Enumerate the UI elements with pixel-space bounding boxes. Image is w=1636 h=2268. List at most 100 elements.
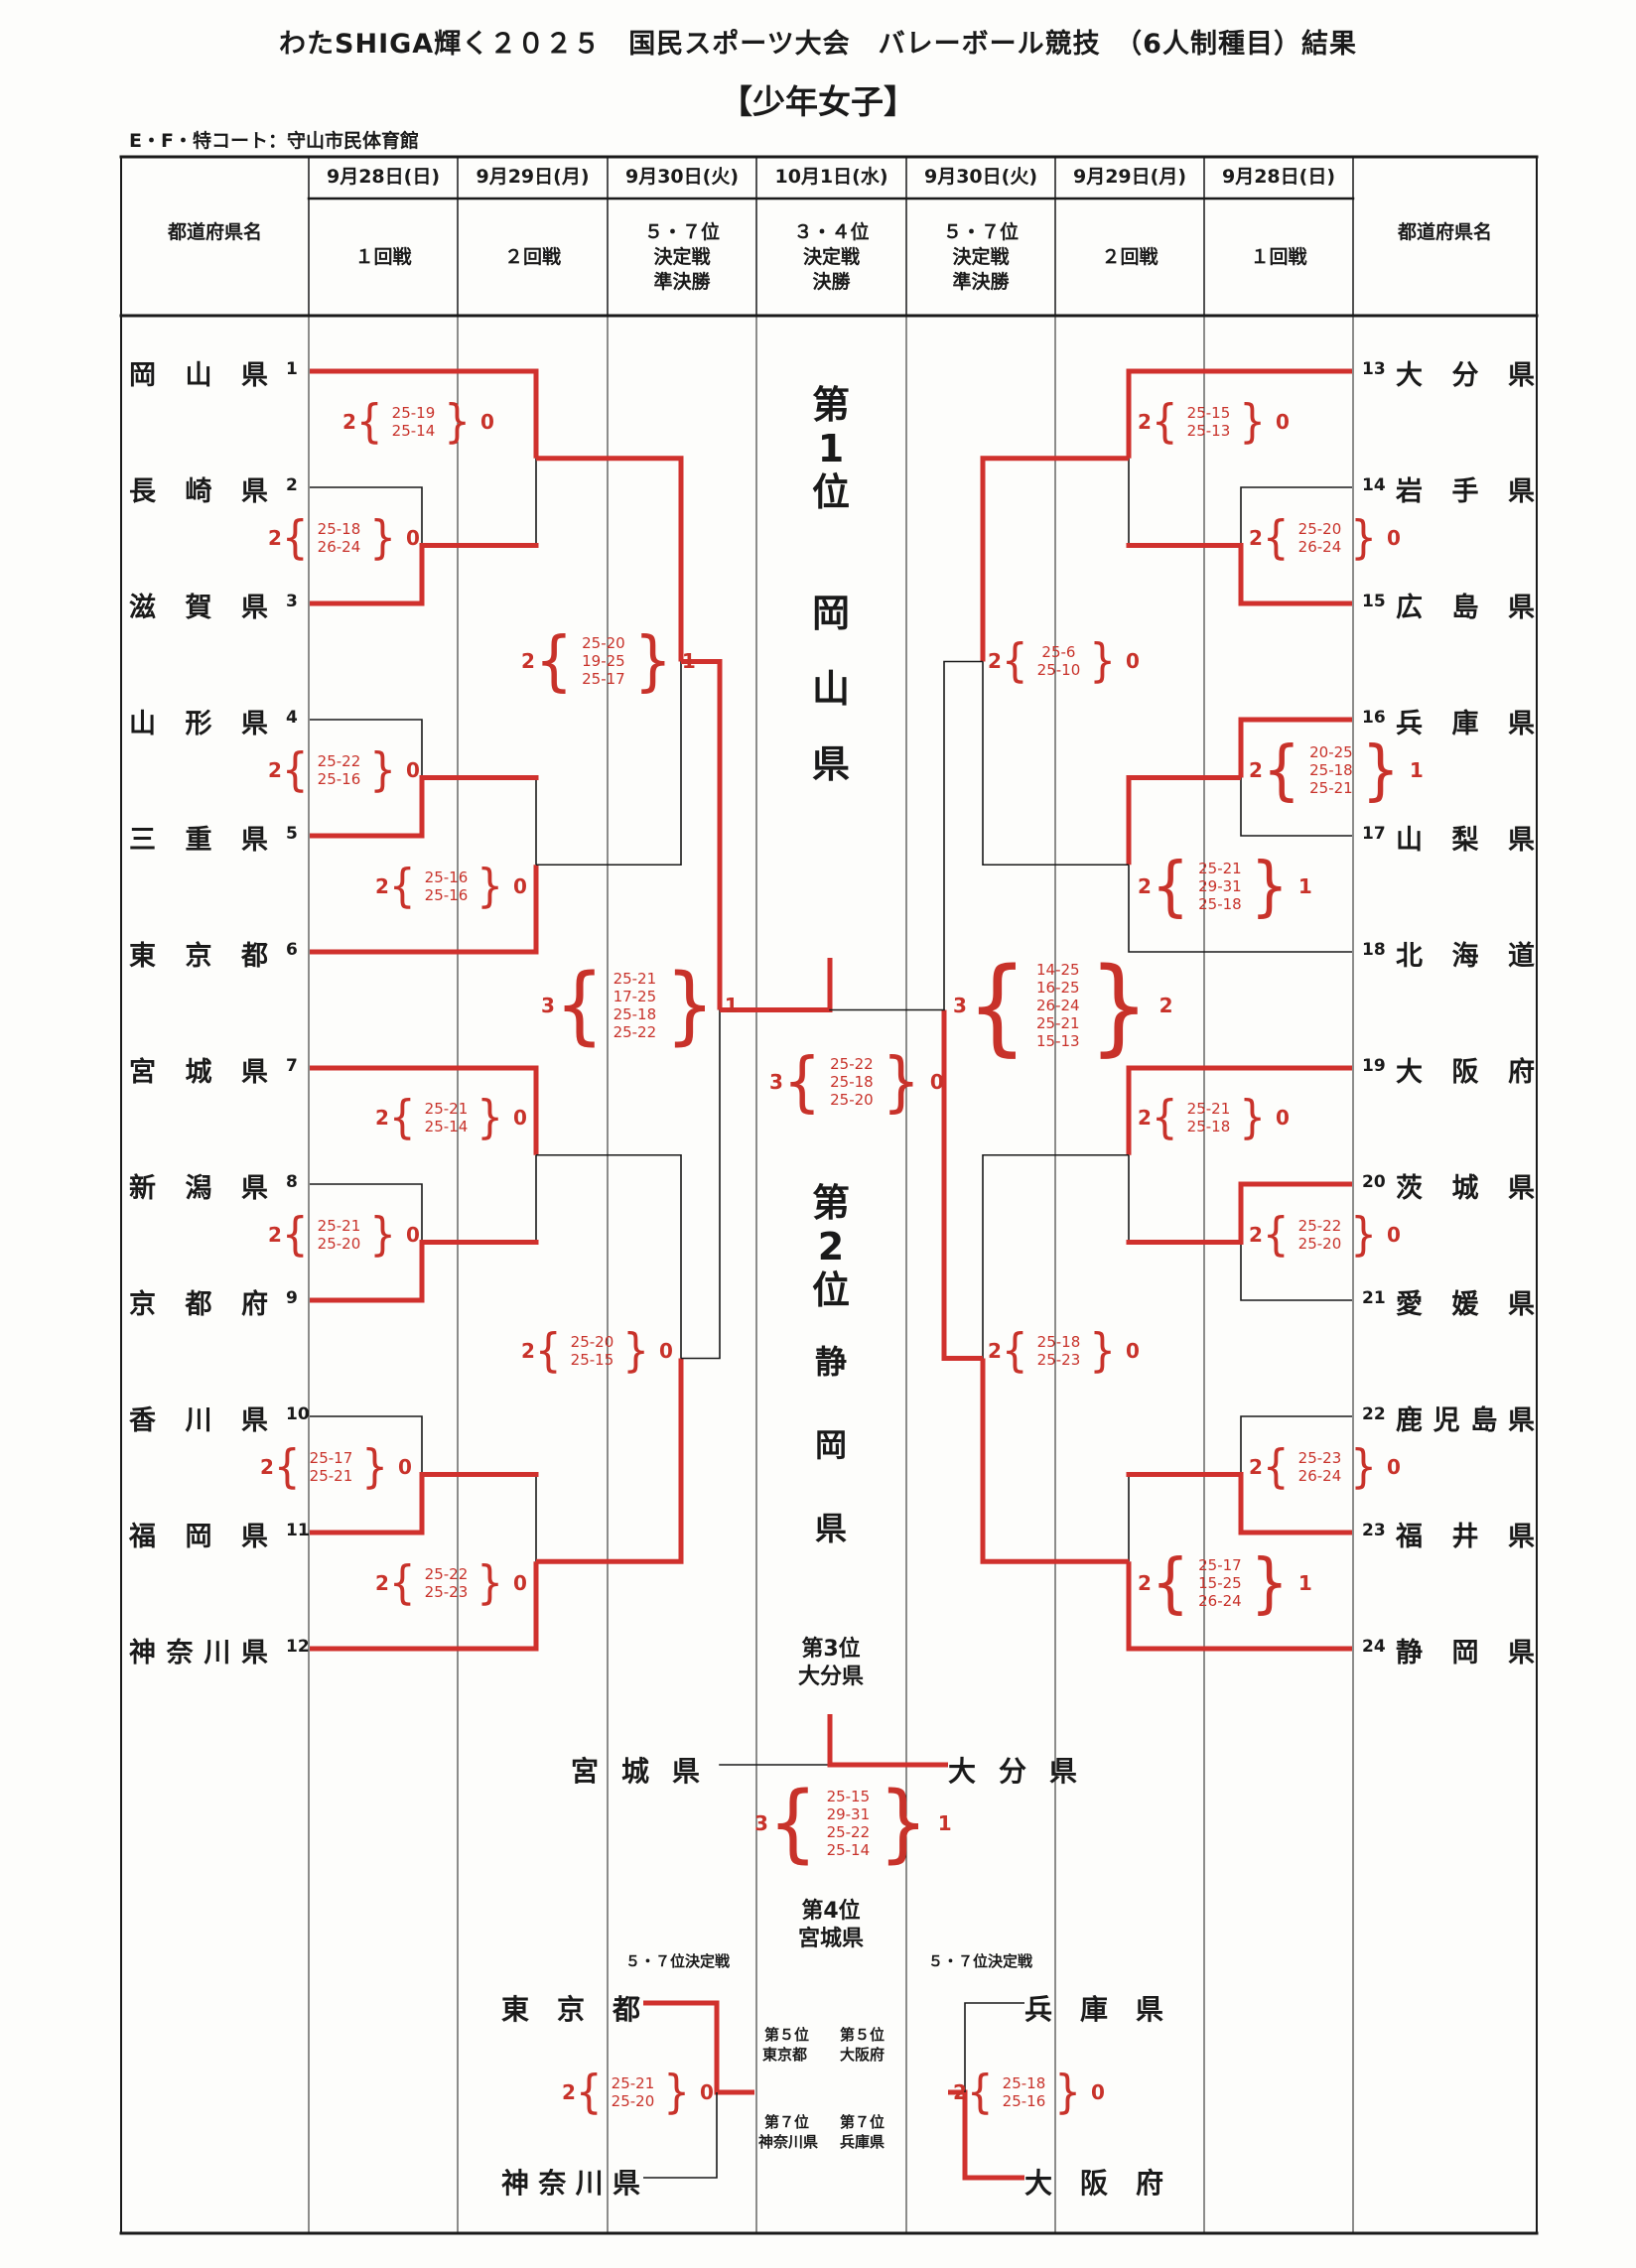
team-name: 大分県 — [1396, 360, 1535, 391]
loser-sets: 1 — [681, 649, 696, 673]
team-name: 長崎県 — [129, 476, 268, 507]
loser-sets: 0 — [1386, 1223, 1401, 1247]
left-brace: { — [782, 1043, 822, 1121]
seed-number: 15 — [1362, 592, 1386, 611]
team-name: 福井県 — [1396, 1522, 1535, 1552]
seed-number: 23 — [1362, 1521, 1386, 1540]
bracket-path — [310, 545, 425, 606]
left-brace: { — [1151, 1544, 1190, 1622]
right-brace: } — [1350, 1207, 1377, 1262]
bracket-path — [310, 1065, 539, 1155]
set-score: 29-31 — [1198, 877, 1242, 895]
team-right: 愛媛県 — [1396, 1282, 1535, 1321]
left-brace: { — [966, 944, 1027, 1067]
winner-sets: 3 — [754, 1811, 768, 1835]
loser-sets: 0 — [1275, 1106, 1290, 1130]
seed-number: 17 — [1362, 824, 1386, 844]
set-score: 25-16 — [1002, 2092, 1046, 2110]
second-place-team: 静 岡 県 — [814, 1343, 847, 1547]
fifth-right-top-team: 兵庫県 — [1024, 1993, 1163, 2026]
right-brace: } — [663, 2065, 690, 2119]
venue-label: E・F・特コート：守山市民体育館 — [129, 130, 419, 152]
loser-sets: 1 — [1409, 758, 1424, 782]
right-brace: } — [1350, 510, 1377, 565]
seventh-place-a-label: 第７位 — [764, 2113, 810, 2131]
seed-number: 1 — [286, 359, 298, 379]
right-brace: } — [1350, 1439, 1377, 1494]
bracket-path — [1238, 1474, 1352, 1535]
winner-sets: 2 — [1138, 1106, 1152, 1130]
set-score: 25-23 — [424, 1583, 469, 1601]
date-header: 9月28日(日) — [1221, 166, 1336, 188]
bracket-path — [310, 486, 423, 546]
team-left: 宮城県 — [129, 1050, 268, 1089]
winner-sets: 2 — [988, 649, 1002, 673]
first-place-label: 第 1 位 — [811, 383, 850, 514]
set-score: 26-24 — [317, 538, 361, 556]
left-brace: { — [575, 2065, 603, 2119]
left-brace: { — [534, 1323, 562, 1378]
set-score: 25-20 — [582, 634, 625, 652]
right-brace: } — [477, 859, 503, 913]
set-score: 25-21 — [309, 1467, 353, 1485]
winner-sets: 2 — [988, 1339, 1002, 1363]
set-score: 25-10 — [1036, 661, 1081, 679]
first-place-team: 岡 山 県 — [811, 592, 850, 786]
loser-sets: 1 — [937, 1811, 952, 1835]
bracket-path — [943, 660, 983, 1010]
team-right: 福井県 — [1396, 1515, 1535, 1553]
set-score: 25-14 — [391, 422, 436, 440]
bracket-path — [643, 2092, 718, 2179]
right-brace: } — [1250, 1544, 1289, 1622]
winner-sets: 2 — [953, 2080, 967, 2104]
winner-sets: 2 — [1249, 526, 1263, 550]
set-score: 26-24 — [1198, 1592, 1242, 1610]
set-score: 25-15 — [570, 1351, 614, 1369]
seed-number: 16 — [1362, 708, 1386, 728]
seed-number: 3 — [286, 592, 298, 611]
left-brace: { — [281, 1207, 309, 1262]
bracket-path — [827, 1714, 948, 1768]
winner-sets: 2 — [562, 2080, 576, 2104]
set-score: 25-22 — [424, 1565, 469, 1583]
loser-sets: 0 — [405, 526, 420, 550]
third-place-team: 大分県 — [797, 1665, 864, 1689]
right-brace: } — [1361, 732, 1400, 809]
loser-sets: 0 — [1386, 1455, 1401, 1479]
winner-sets: 2 — [375, 1106, 389, 1130]
bracket-path — [1128, 865, 1352, 953]
right-brace: } — [1250, 848, 1289, 925]
set-score: 25-18 — [830, 1073, 874, 1091]
set-score: 25-21 — [1036, 1014, 1080, 1032]
third-match-right-team: 大分県 — [948, 1755, 1077, 1788]
winner-sets: 2 — [1138, 874, 1152, 898]
winner-sets: 2 — [260, 1455, 274, 1479]
left-brace: { — [554, 956, 605, 1055]
right-brace: } — [622, 1323, 649, 1378]
loser-sets: 0 — [512, 1106, 527, 1130]
fourth-place-team: 宮城県 — [797, 1927, 864, 1951]
right-brace: } — [665, 956, 715, 1055]
bracket-path — [982, 1153, 1129, 1359]
bracket-path — [941, 1009, 983, 1361]
set-score: 25-22 — [830, 1055, 874, 1073]
winner-sets: 2 — [521, 1339, 535, 1363]
loser-sets: 0 — [658, 1339, 673, 1363]
right-brace: } — [1239, 1090, 1266, 1144]
seed-number: 7 — [286, 1056, 298, 1076]
winner-sets: 2 — [521, 649, 535, 673]
seed-number: 14 — [1362, 475, 1386, 495]
